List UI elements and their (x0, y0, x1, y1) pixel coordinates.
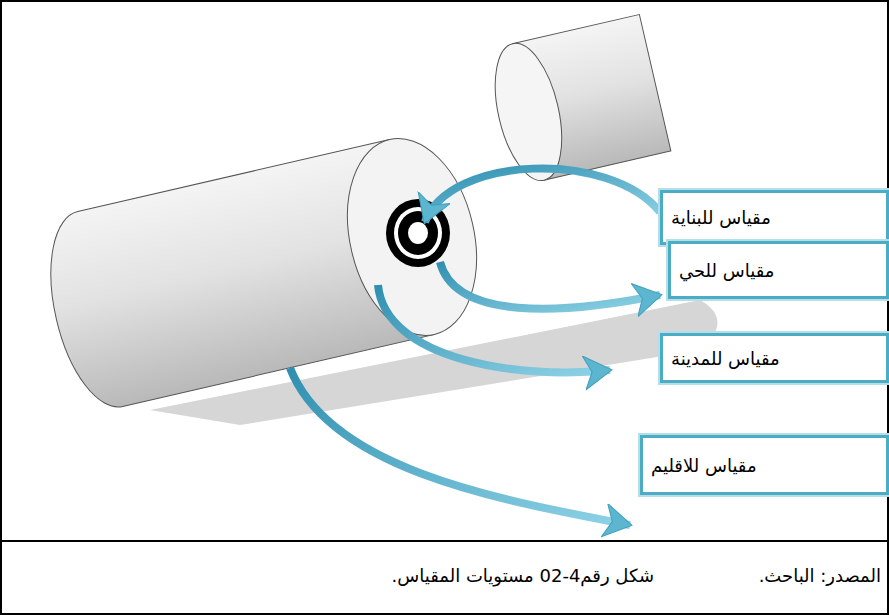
curved-arrow (440, 262, 660, 309)
box-label: مقياس للاقليم (651, 455, 757, 476)
box-label: مقياس للمدينة (671, 348, 780, 369)
curved-arrow (378, 285, 610, 372)
large-cylinder (34, 126, 495, 417)
target-rings (386, 199, 450, 267)
source-note: المصدر: الباحث. (759, 565, 881, 586)
scale-box: مقياس للحي (668, 241, 889, 299)
small-cylinder (483, 14, 670, 186)
box-label: مقياس للبناية (671, 207, 771, 228)
scale-box: مقياس للبناية (660, 190, 889, 245)
figure-caption: شكل رقم4-02 مستويات المقياس. (392, 565, 654, 586)
box-label: مقياس للحي (679, 260, 774, 281)
curved-arrow (425, 168, 660, 222)
scale-box: مقياس للمدينة (660, 333, 889, 383)
curved-arrow (290, 368, 630, 525)
scale-box: مقياس للاقليم (640, 435, 889, 495)
